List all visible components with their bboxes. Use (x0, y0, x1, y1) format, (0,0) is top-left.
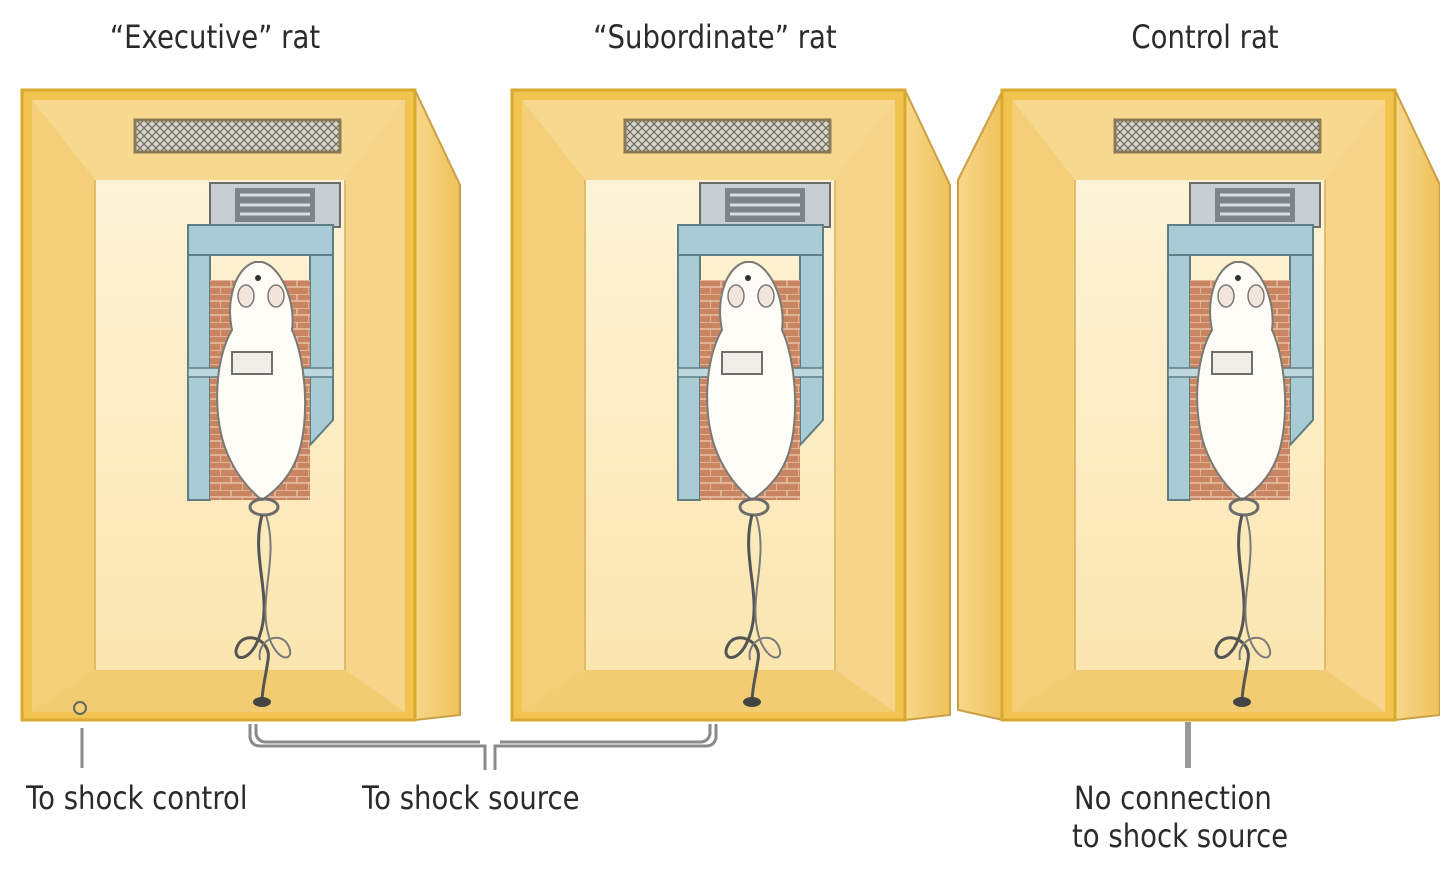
caption-shock-source: To shock source (362, 779, 580, 817)
control-rat-title: Control rat (1131, 18, 1279, 56)
caption-no-connection-line2: to shock source (1072, 817, 1289, 855)
control-rat-box (957, 88, 1440, 722)
subordinate-rat-box (510, 88, 952, 722)
executive-rat-box (20, 88, 462, 722)
caption-no-connection-line1: No connection (1074, 779, 1272, 817)
caption-shock-control: To shock control (26, 779, 248, 817)
subordinate-rat-title: “Subordinate” rat (593, 18, 837, 56)
executive-rat-title: “Executive” rat (109, 18, 321, 56)
shock-wiring (80, 722, 1191, 770)
